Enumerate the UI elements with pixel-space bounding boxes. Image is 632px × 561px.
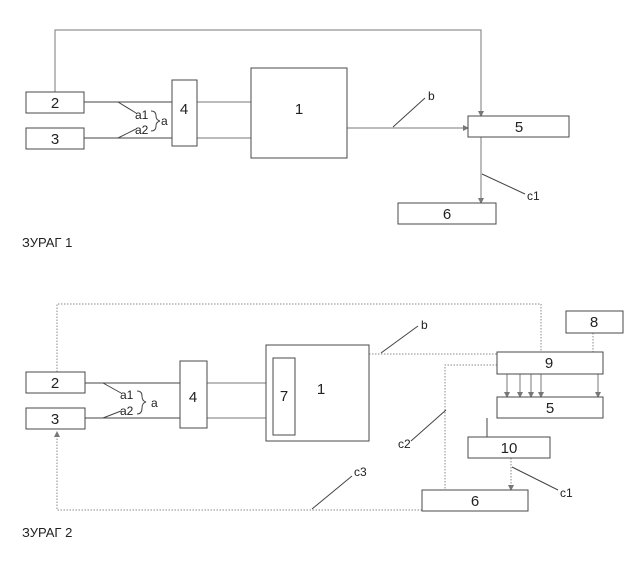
block2-9-label: 9 bbox=[545, 355, 553, 372]
leader2-a1 bbox=[103, 383, 121, 393]
label2-a2: a2 bbox=[120, 404, 134, 418]
block2-7-label: 7 bbox=[280, 388, 288, 405]
label-c1: c1 bbox=[527, 189, 540, 203]
label2-c1: c1 bbox=[560, 486, 573, 500]
block-1-label: 1 bbox=[295, 101, 303, 118]
block-4-label: 4 bbox=[180, 101, 188, 118]
leader-c1 bbox=[482, 174, 525, 194]
block-2-label: 2 bbox=[51, 95, 59, 112]
block2-6-label: 6 bbox=[471, 493, 479, 510]
label-a1: a1 bbox=[135, 108, 149, 122]
leader2-a2 bbox=[103, 411, 121, 418]
leader2-c2 bbox=[411, 410, 446, 441]
block-5-label: 5 bbox=[515, 119, 523, 136]
figure-2-caption: ЗУРАГ 2 bbox=[22, 525, 72, 540]
figure-1: 2 3 4 1 5 6 a1 a2 a b c1 ЗУРАГ 1 bbox=[22, 30, 569, 250]
label2-c3: c3 bbox=[354, 465, 367, 479]
label-a: a bbox=[161, 114, 168, 128]
label2-c2: c2 bbox=[398, 437, 411, 451]
leader2-b bbox=[381, 326, 418, 353]
block2-10-label: 10 bbox=[501, 440, 518, 457]
block2-3-label: 3 bbox=[51, 411, 59, 428]
label2-b: b bbox=[421, 318, 428, 332]
label2-a1: a1 bbox=[120, 388, 134, 402]
label2-a: a bbox=[151, 396, 158, 410]
leader-a1 bbox=[118, 102, 136, 113]
leader2-c3 bbox=[312, 476, 352, 509]
label-b: b bbox=[428, 89, 435, 103]
block2-5-label: 5 bbox=[546, 400, 554, 417]
block2-4-label: 4 bbox=[189, 389, 197, 406]
leader2-c1 bbox=[512, 467, 558, 490]
block2-1-label: 1 bbox=[317, 381, 325, 398]
brace-a bbox=[151, 111, 160, 131]
block-6-label: 6 bbox=[443, 206, 451, 223]
wire2-c2 bbox=[445, 365, 497, 490]
wire2-c3 bbox=[57, 432, 422, 510]
block2-8-label: 8 bbox=[590, 314, 598, 331]
leader-a2 bbox=[118, 129, 136, 138]
figure-1-caption: ЗУРАГ 1 bbox=[22, 235, 72, 250]
leader-b bbox=[393, 98, 425, 127]
label-a2: a2 bbox=[135, 123, 149, 137]
block2-2-label: 2 bbox=[51, 375, 59, 392]
figure-2: 2 3 4 1 7 8 9 5 10 6 a1 a2 a b c2 c1 c3 … bbox=[22, 304, 623, 540]
block-3-label: 3 bbox=[51, 131, 59, 148]
brace2-a bbox=[137, 391, 146, 414]
